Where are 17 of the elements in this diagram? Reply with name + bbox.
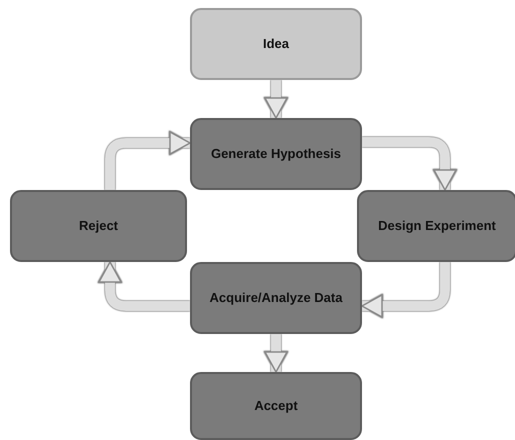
process-box: [190, 8, 362, 80]
process-box: [190, 262, 362, 334]
block-arrow: [264, 80, 288, 119]
box-label: Generate Hypothesis: [210, 146, 342, 162]
box-label: Design Experiment: [377, 218, 497, 234]
box-label: Reject: [78, 218, 120, 234]
box-label: Idea: [262, 36, 290, 52]
process-box: [357, 190, 515, 262]
block-arrow: [362, 137, 457, 191]
process-box: [190, 372, 362, 440]
process-box: [190, 118, 362, 190]
block-arrow: [264, 334, 288, 373]
box-label: Accept: [253, 398, 299, 414]
block-arrow: [361, 262, 450, 318]
process-box: [10, 190, 187, 262]
block-arrow: [105, 131, 191, 190]
box-label: Acquire/Analyze Data: [208, 290, 344, 306]
